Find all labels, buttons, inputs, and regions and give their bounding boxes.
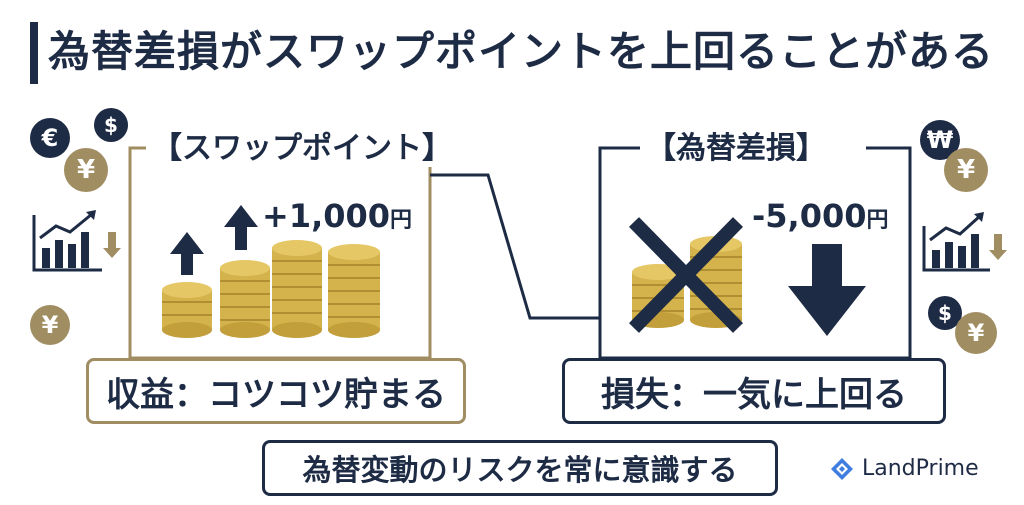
trend-down-arrow-icon bbox=[989, 234, 1007, 260]
logo-text: LandPrime bbox=[862, 456, 979, 481]
fx-loss-amount-value: -5,000 bbox=[752, 197, 867, 235]
landprime-logo-icon bbox=[831, 457, 853, 480]
fx-loss-amount-unit: 円 bbox=[866, 208, 889, 233]
yen-coin-icon: ¥ bbox=[30, 305, 70, 345]
title-accent-bar bbox=[30, 22, 38, 84]
page-title: 為替差損がスワップポイントを上回ることがある bbox=[48, 27, 995, 76]
euro-coin-icon: € bbox=[30, 118, 70, 158]
dollar-coin-icon: $ bbox=[94, 108, 128, 142]
connector-line bbox=[430, 173, 600, 320]
yen-coin-icon: ¥ bbox=[955, 312, 997, 354]
coin-stack-3 bbox=[272, 240, 322, 338]
swap-point-caption: 収益：コツコツ貯まる bbox=[86, 358, 466, 424]
won-coin-icon: ₩ bbox=[920, 120, 960, 160]
coin-stack-4 bbox=[328, 244, 380, 338]
swap-point-amount: +1,000円 bbox=[262, 196, 412, 241]
coin-stack-2 bbox=[220, 260, 270, 338]
trend-down-arrow-icon bbox=[103, 232, 121, 258]
down-arrow-icon bbox=[788, 244, 866, 336]
swap-point-label: 【スワップポイント】 bbox=[146, 131, 458, 167]
fx-loss-caption: 損失：一気に上回る bbox=[562, 358, 946, 424]
swap-point-amount-unit: 円 bbox=[390, 208, 413, 233]
yen-coin-icon: ¥ bbox=[944, 148, 988, 192]
swap-point-amount-value: +1,000 bbox=[262, 197, 391, 235]
cross-icon bbox=[629, 217, 743, 333]
bar-chart-icon bbox=[922, 212, 990, 272]
bar-chart-icon bbox=[32, 210, 102, 272]
yen-coin-icon: ¥ bbox=[64, 148, 108, 192]
risk-warning-banner: 為替変動のリスクを常に意識する bbox=[262, 440, 778, 496]
dollar-coin-icon: $ bbox=[928, 296, 962, 330]
up-arrow-icon bbox=[170, 232, 204, 275]
left-coin-stacks bbox=[162, 240, 380, 338]
up-arrow-icon bbox=[224, 205, 258, 250]
brand-logo: LandPrime bbox=[830, 456, 979, 481]
fx-loss-label: 【為替差損】 bbox=[640, 131, 832, 167]
fx-loss-amount: -5,000円 bbox=[752, 196, 889, 241]
coin-stack-1 bbox=[162, 282, 212, 338]
